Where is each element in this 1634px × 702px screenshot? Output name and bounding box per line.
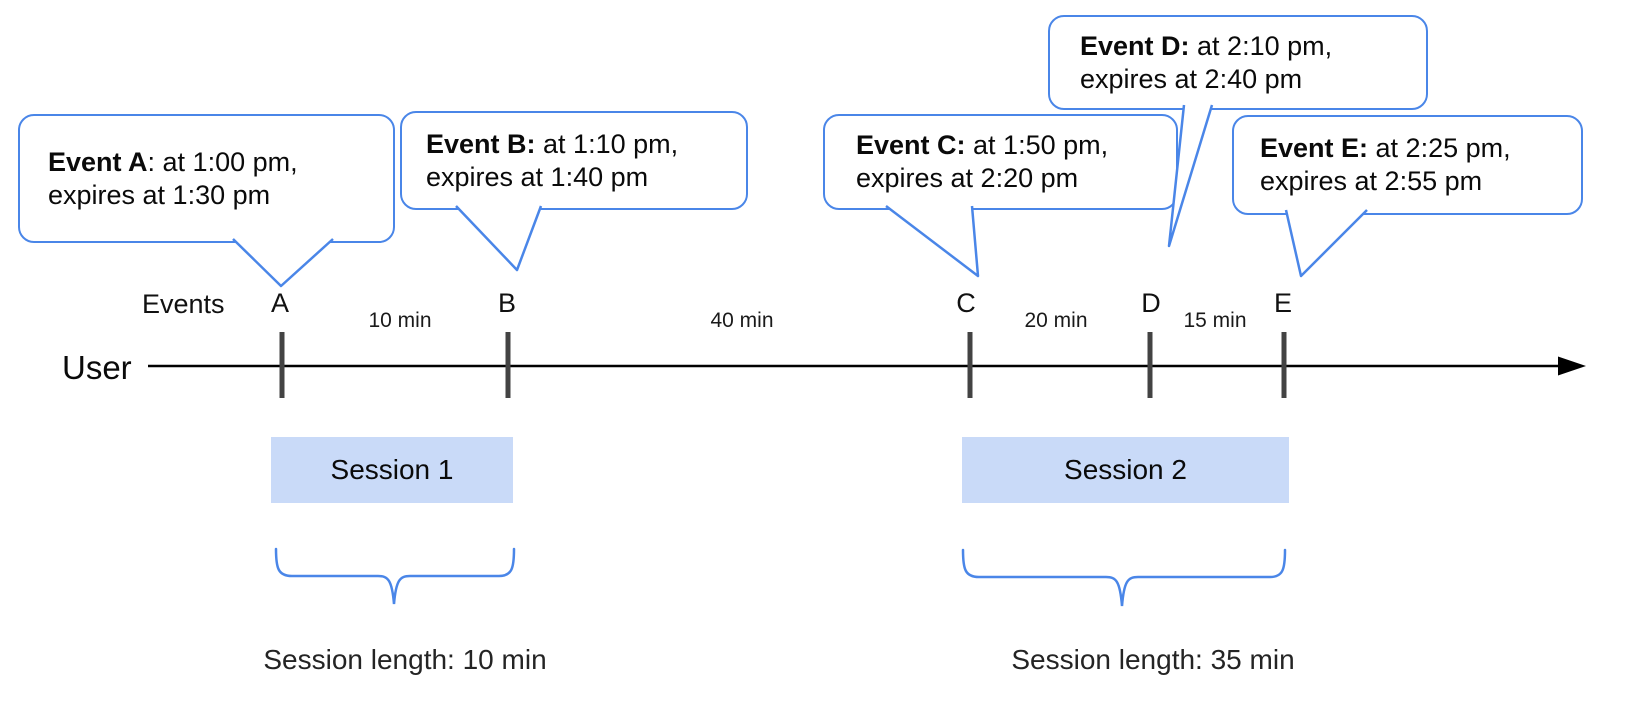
timeline-arrowhead — [1558, 356, 1586, 376]
bubble-C-tail — [885, 205, 980, 278]
event-bubble-D: Event D: at 2:10 pm, expires at 2:40 pm — [1048, 15, 1428, 110]
tick-E — [1281, 332, 1287, 398]
session2-bar-label: Session 2 — [1064, 454, 1187, 485]
tick-B — [505, 332, 511, 398]
event-letter-A: A — [270, 288, 290, 318]
bubble-E-line2: expires at 2:55 pm — [1260, 166, 1483, 196]
bubble-B-tail — [455, 205, 543, 272]
event-bubble-B: Event B: at 1:10 pm, expires at 1:40 pm — [400, 111, 748, 210]
event-letter-B: B — [497, 288, 517, 318]
session1-bar-label: Session 1 — [330, 454, 454, 485]
bubble-E-line1: Event E: at 2:25 pm, — [1260, 133, 1511, 163]
interval-label-CD: 20 min — [1024, 309, 1088, 332]
interval-label-DE: 15 min — [1183, 309, 1247, 332]
bubble-A-tail — [232, 238, 334, 288]
event-bubble-C: Event C: at 1:50 pm, expires at 2:20 pm — [823, 114, 1178, 210]
bubble-B-line1: Event B: at 1:10 pm, — [426, 128, 679, 159]
tick-A — [279, 332, 285, 398]
event-letter-D: D — [1141, 288, 1161, 318]
session2-brace — [961, 548, 1287, 607]
bubble-D-line1: Event D: at 2:10 pm, — [1080, 30, 1333, 61]
event-bubble-E: Event E: at 2:25 pm, expires at 2:55 pm — [1232, 115, 1583, 215]
bubble-D-line2: expires at 2:40 pm — [1080, 63, 1303, 94]
interval-label-AB: 10 min — [368, 309, 432, 332]
session2-bar: Session 2 — [962, 437, 1289, 503]
session1-bar: Session 1 — [271, 437, 513, 503]
events-row-label: Events — [142, 289, 225, 319]
bubble-A-line1: Event A: at 1:00 pm, — [48, 146, 298, 177]
event-letter-E: E — [1273, 288, 1293, 318]
session1-brace — [274, 547, 516, 605]
tick-D — [1147, 332, 1153, 398]
event-letter-C: C — [956, 288, 976, 318]
session1-length-caption: Session length: 10 min — [263, 644, 547, 675]
bubble-B-line2: expires at 1:40 pm — [426, 161, 649, 192]
event-bubble-A: Event A: at 1:00 pm, expires at 1:30 pm — [18, 114, 395, 243]
bubble-C-line2: expires at 2:20 pm — [856, 163, 1079, 193]
bubble-A-line2: expires at 1:30 pm — [48, 179, 271, 210]
tick-C — [967, 332, 973, 398]
bubble-C-line1: Event C: at 1:50 pm, — [856, 130, 1109, 160]
axis-user-label: User — [62, 349, 132, 386]
bubble-E-tail — [1284, 209, 1368, 278]
interval-label-BC: 40 min — [710, 309, 774, 332]
session2-length-caption: Session length: 35 min — [1011, 644, 1295, 675]
